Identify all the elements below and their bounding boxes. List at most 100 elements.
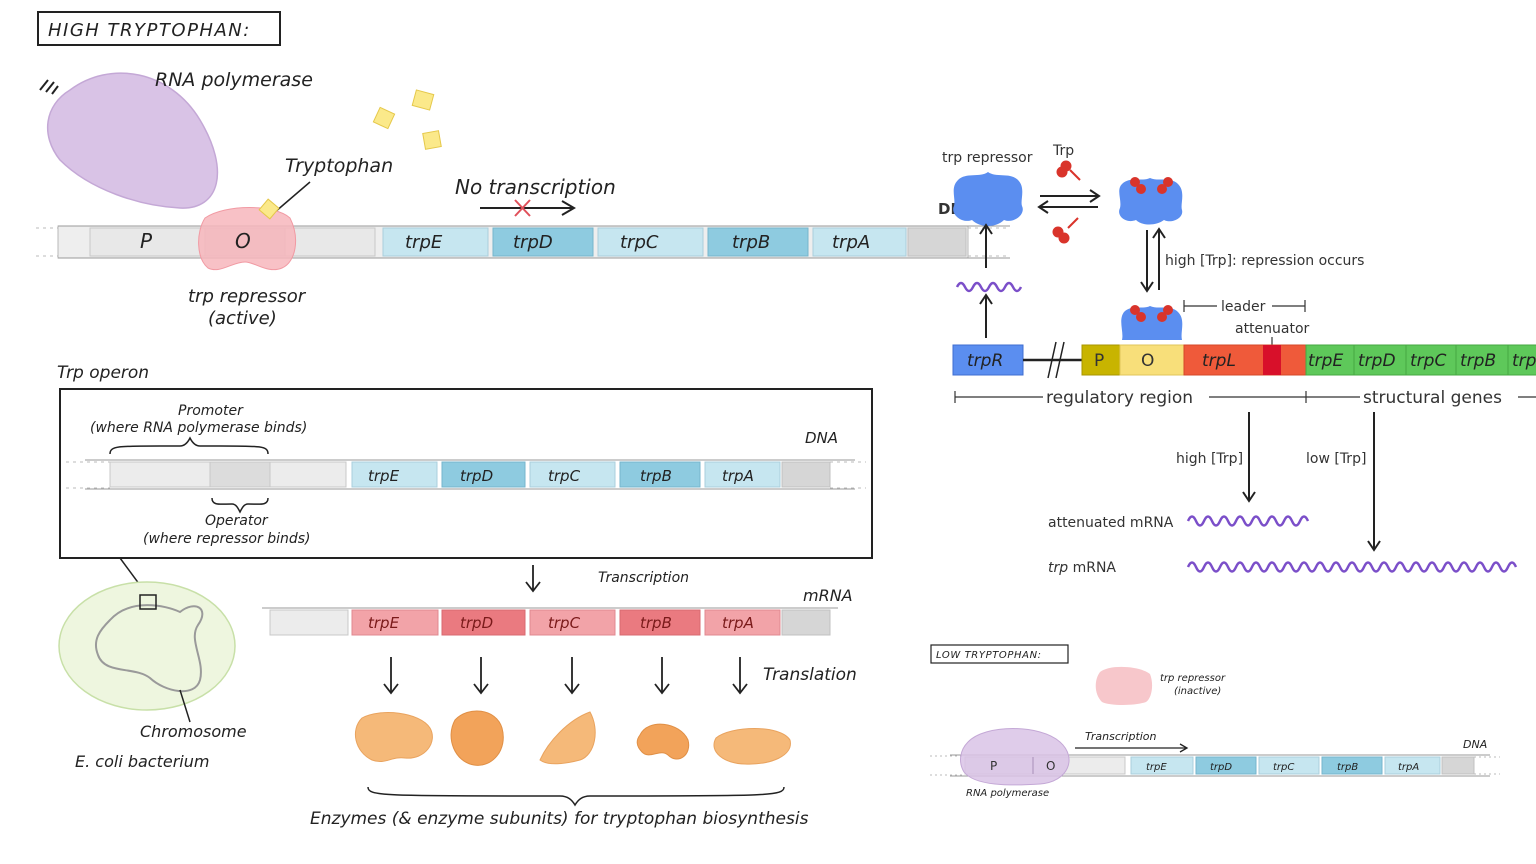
- low-p-label: P: [990, 759, 997, 773]
- bound-trp-icon: [1130, 177, 1173, 194]
- tryptophan-molecule: [422, 130, 442, 150]
- tryptophan-molecule: [411, 89, 435, 111]
- chromosome-pointer: [179, 689, 191, 723]
- mrna-gene-label: trpC: [548, 614, 581, 632]
- dna-strip-operon: [66, 459, 866, 490]
- dna-break-icon: [1047, 341, 1065, 379]
- high-tryptophan-title: HIGH TRYPTOPHAN:: [48, 20, 251, 41]
- structural-genes-box: [1305, 344, 1536, 376]
- enzymes-label: Enzymes (& enzyme subunits) for tryptoph…: [310, 809, 809, 829]
- dna-cut-label: DI: [938, 200, 956, 218]
- bound-tryptophan: [258, 198, 280, 220]
- trp-repressor-label: trp repressor: [942, 150, 1033, 166]
- motion-marks: [39, 79, 59, 95]
- inactive-repressor-label-1: trp repressor: [1160, 673, 1226, 684]
- enzyme-shape: [713, 728, 791, 765]
- tryptophan-molecule: [372, 106, 396, 130]
- trpR-up-arrowhead: [979, 293, 993, 305]
- tryptophan-label: Tryptophan: [285, 155, 393, 177]
- translation-arrows: [383, 657, 748, 695]
- low-transcription-label: Transcription: [1085, 730, 1157, 743]
- gene-label: trpC: [620, 232, 659, 253]
- promoter-label: P: [1094, 351, 1104, 371]
- trp-mrna-wave: [1186, 561, 1518, 573]
- repression-arrows: [1140, 227, 1166, 293]
- low-rna-polymerase-label: RNA polymerase: [966, 788, 1049, 799]
- repressor-active-blue: [1119, 178, 1183, 225]
- trp-mrna-italic: trp: [1048, 560, 1068, 576]
- repressor-inactive-shape: [953, 172, 1023, 226]
- leader-label: leader: [1221, 299, 1266, 315]
- trp-operon-title: Trp operon: [57, 363, 149, 383]
- gene-label: trpE: [405, 232, 443, 253]
- enzyme-shape: [450, 710, 504, 766]
- bacterium-label: E. coli bacterium: [75, 752, 209, 771]
- inactive-repressor-shape: [1095, 666, 1153, 705]
- high-trp-arrowhead: [1242, 491, 1256, 503]
- structural-label-bg: [1360, 386, 1518, 408]
- low-o-label: O: [1046, 759, 1055, 773]
- gene-label: trpD: [513, 232, 553, 253]
- low-gene-label: trpB: [1337, 762, 1358, 773]
- low-gene-label: trpC: [1273, 762, 1294, 773]
- enzymes-brace: [367, 786, 785, 807]
- chromosome-loop: [94, 604, 204, 693]
- promoter-box-label: P: [140, 229, 153, 253]
- enzyme-shape: [354, 712, 433, 763]
- dna-label: DNA: [805, 429, 838, 447]
- no-transcription-label: No transcription: [455, 175, 616, 199]
- repression-label: high [Trp]: repression occurs: [1165, 253, 1364, 269]
- attenuator-label: attenuator: [1235, 321, 1310, 337]
- zoom-square: [139, 594, 157, 610]
- trp-mrna-rest: mRNA: [1068, 560, 1116, 576]
- structural-gene-label: trpE: [1308, 351, 1343, 371]
- structural-gene-label: trpB: [1460, 351, 1496, 371]
- low-gene-label: trpE: [1146, 762, 1167, 773]
- trpL-box: [1183, 344, 1307, 376]
- inactive-repressor-label-2: (inactive): [1174, 686, 1221, 697]
- blocked-x-icon: [514, 199, 531, 217]
- structural-gene-label: trpD: [1358, 351, 1396, 371]
- leader-label-bg: [1217, 297, 1272, 314]
- ecoli-cell: [58, 581, 236, 711]
- structural-genes-label: structural genes: [1363, 388, 1502, 408]
- low-rna-polymerase-shape: [960, 728, 1070, 786]
- mrna-gene-label: trpE: [368, 614, 400, 632]
- transcription-label: Transcription: [598, 570, 689, 586]
- mrna-label: mRNA: [803, 586, 853, 605]
- translation-label: Translation: [763, 665, 857, 685]
- attenuator-box: [1263, 345, 1281, 375]
- operator-brace: [211, 497, 269, 514]
- gene-label: trpE: [368, 467, 400, 485]
- structural-gene-label: trp: [1512, 351, 1536, 371]
- attenuated-mrna-label: attenuated mRNA: [1048, 515, 1174, 531]
- gene-label: trpB: [640, 467, 672, 485]
- promoter-desc: (where RNA polymerase binds): [90, 420, 307, 436]
- gene-label: trpA: [832, 232, 870, 253]
- operator-desc: (where repressor binds): [143, 531, 311, 547]
- enzyme-shape: [539, 711, 596, 765]
- low-tryptophan-title-box: [930, 644, 1069, 664]
- no-transcription-arrowhead: [561, 200, 576, 216]
- low-trp-arrowhead: [1367, 540, 1381, 552]
- operator-label: Operator: [205, 513, 269, 529]
- trp-mrna-label: trp mRNA: [1048, 560, 1116, 576]
- high-tryptophan-title-box: [37, 11, 281, 46]
- mrna-gene-label: trpA: [722, 614, 754, 632]
- trpL-label: trpL: [1202, 351, 1236, 371]
- trpR-box: [952, 344, 1024, 376]
- regulatory-label-bg: [1043, 386, 1209, 408]
- chromosome-label: Chromosome: [140, 722, 247, 741]
- promoter-brace: [109, 436, 269, 455]
- attenuated-mrna-wave: [1186, 515, 1310, 527]
- repressor-active-label-2: (active): [208, 308, 277, 329]
- operator-label: O: [1141, 351, 1154, 371]
- promoter-label: Promoter: [178, 403, 244, 419]
- low-dna-label: DNA: [1463, 738, 1487, 751]
- gene-label: trpB: [732, 232, 770, 253]
- equilibrium-arrows: [1037, 189, 1101, 214]
- trpR-label: trpR: [967, 351, 1003, 371]
- regulatory-region-label: regulatory region: [1046, 388, 1193, 408]
- high-trp-label: high [Trp]: [1176, 451, 1243, 467]
- tryptophan-pointer: [274, 181, 311, 213]
